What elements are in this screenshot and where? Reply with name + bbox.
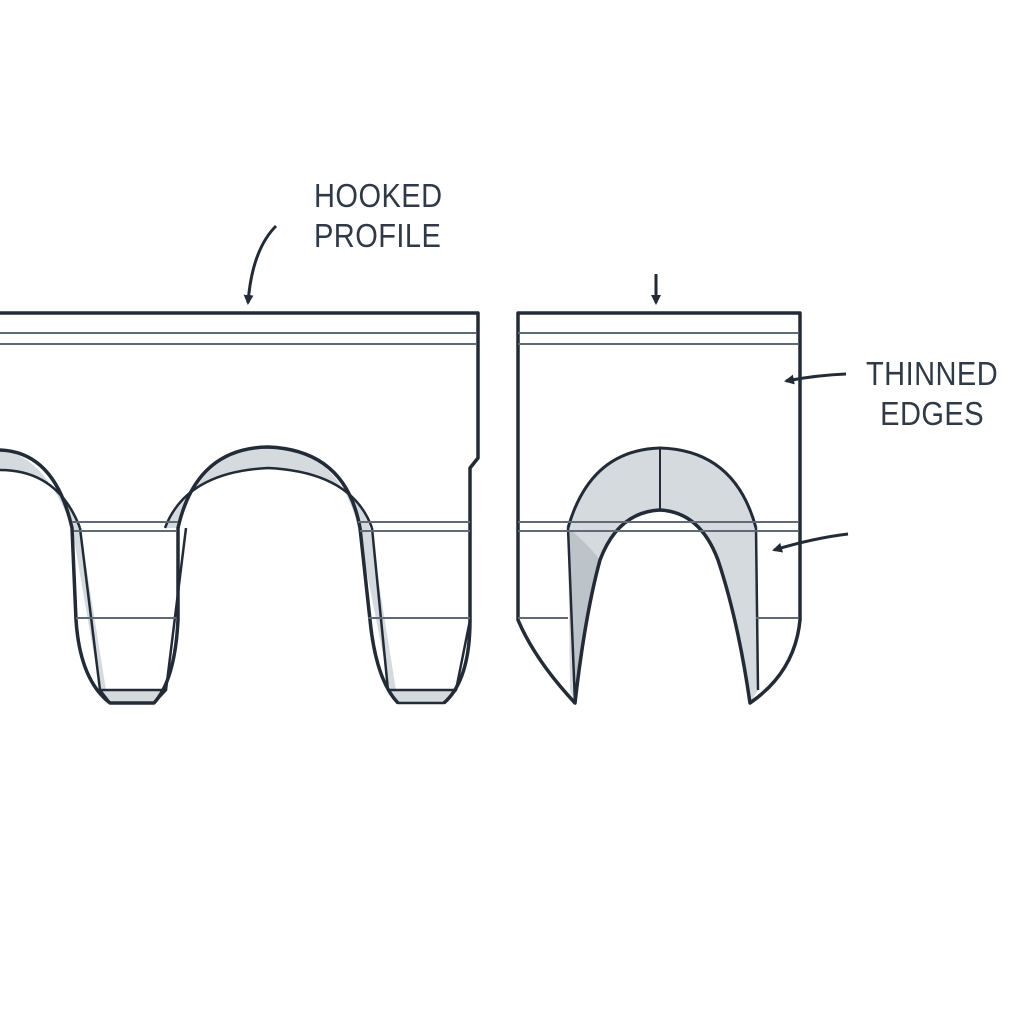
hooked-profile-arrow: [243, 224, 278, 305]
thinned-edges-label-line1: THINNED: [866, 355, 999, 392]
hooked-profile-label: HOOKED PROFILE: [314, 176, 443, 256]
right-leg-edges: [566, 527, 760, 704]
right-arch-band-dark: [568, 528, 600, 703]
leg-inner-edges: [78, 527, 472, 691]
middle-arch-band: [165, 447, 396, 690]
left-component-detail-lines: [0, 332, 476, 619]
hooked-profile-label-line2: PROFILE: [314, 217, 442, 254]
thinned-edges-arrow-lower: [772, 532, 849, 553]
thinned-edges-arrow-upper: [784, 372, 847, 385]
right-component: [516, 311, 802, 705]
hooked-profile-label-line1: HOOKED: [314, 177, 443, 214]
right-component-detail-lines: [518, 332, 798, 619]
annotation-arrows: [243, 224, 849, 553]
left-component-outline: [0, 311, 480, 705]
left-component: [0, 311, 480, 705]
left-arch-inner-line: [0, 468, 82, 529]
middle-arch-inner-line: [163, 466, 374, 529]
thinned-edges-label: THINNED EDGES: [866, 354, 998, 434]
thinned-edges-label-line2: EDGES: [880, 395, 985, 432]
right-arch-band: [568, 448, 758, 703]
